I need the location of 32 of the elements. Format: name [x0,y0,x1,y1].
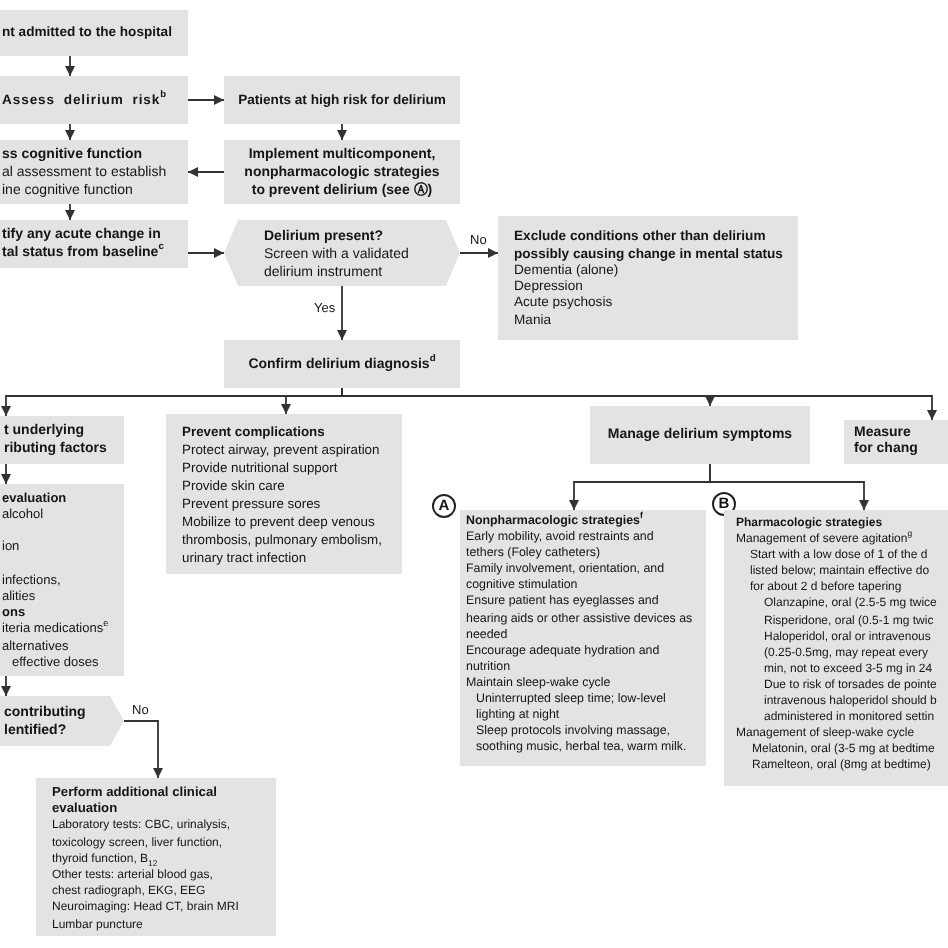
process-box [724,510,948,786]
process-box [224,76,460,124]
process-box [0,220,188,268]
arrow [337,123,347,141]
process-box [590,406,810,464]
arrow [65,123,75,141]
arrow [187,248,225,258]
process-box [224,340,460,388]
arrow [65,203,75,221]
process-box [498,216,798,340]
process-box [0,484,124,676]
arrow [709,463,869,511]
arrow [341,387,937,421]
process-box [224,140,460,204]
process-box [36,778,276,936]
process-box [844,420,948,464]
arrow [459,248,499,258]
decision-hexagon [224,220,460,286]
arrow [187,167,225,177]
process-box [166,414,402,574]
decision-hexagon [0,696,124,746]
arrow [123,720,163,779]
arrow [337,285,347,341]
process-box [460,510,706,766]
process-box [0,416,124,464]
arrow [1,675,11,697]
process-box [0,140,188,204]
process-box [0,76,188,124]
arrow [187,95,225,105]
arrow [1,463,11,485]
process-box [0,10,188,56]
arrow [65,55,75,77]
